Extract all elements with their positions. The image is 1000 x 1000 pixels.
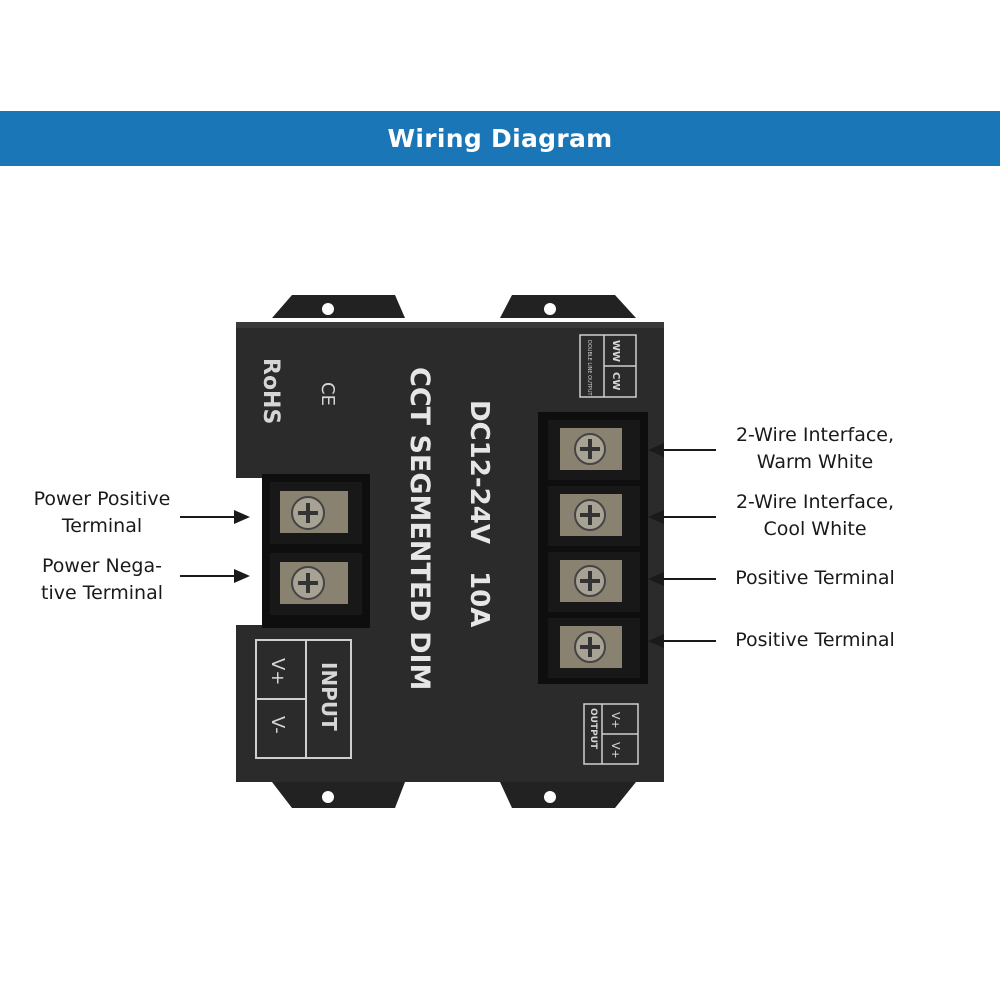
cw-label: CW	[610, 372, 621, 390]
output-label: OUTPUT	[588, 708, 598, 750]
output-table: OUTPUT V+ V+	[583, 703, 639, 765]
arrow-positive-1	[648, 569, 716, 589]
input-vminus: V-	[267, 716, 288, 734]
cw-ww-table: DOUBLE LINE OUTPUT WW CW	[579, 334, 637, 398]
label-cool-white: 2-Wire Interface, Cool White	[735, 491, 895, 540]
input-label: INPUT	[317, 662, 341, 731]
page-title: Wiring Diagram	[387, 124, 613, 153]
label-warm-white: 2-Wire Interface, Warm White	[735, 424, 895, 473]
label-power-negative: Power Nega- tive Terminal	[41, 555, 163, 604]
double-line-output-label: DOUBLE LINE OUTPUT	[586, 340, 592, 396]
output-vplus: V+	[609, 712, 622, 729]
output-terminal-block	[538, 412, 648, 684]
arrow-cool-white	[648, 507, 716, 527]
output-vplus-2: V+	[609, 742, 622, 759]
ww-label: WW	[610, 340, 621, 362]
device-name: CCT SEGMENTED DIM	[404, 367, 435, 690]
ce-mark: CE	[317, 382, 338, 406]
header-banner: Wiring Diagram	[0, 111, 1000, 166]
input-vplus: V+	[267, 658, 288, 685]
label-positive-1: Positive Terminal	[735, 567, 895, 589]
rohs-mark: RoHS	[258, 358, 283, 424]
input-terminal-block	[262, 474, 370, 628]
input-table: INPUT V+ V-	[255, 639, 352, 759]
arrow-warm-white	[648, 440, 716, 460]
arrow-power-negative	[180, 566, 250, 586]
label-positive-2: Positive Terminal	[735, 629, 895, 651]
arrow-positive-2	[648, 631, 716, 651]
arrow-power-positive	[180, 507, 250, 527]
label-power-positive: Power Positive Terminal	[33, 488, 171, 537]
mounting-ears	[272, 295, 636, 808]
device-rating: DC12-24V 10A	[464, 400, 494, 627]
